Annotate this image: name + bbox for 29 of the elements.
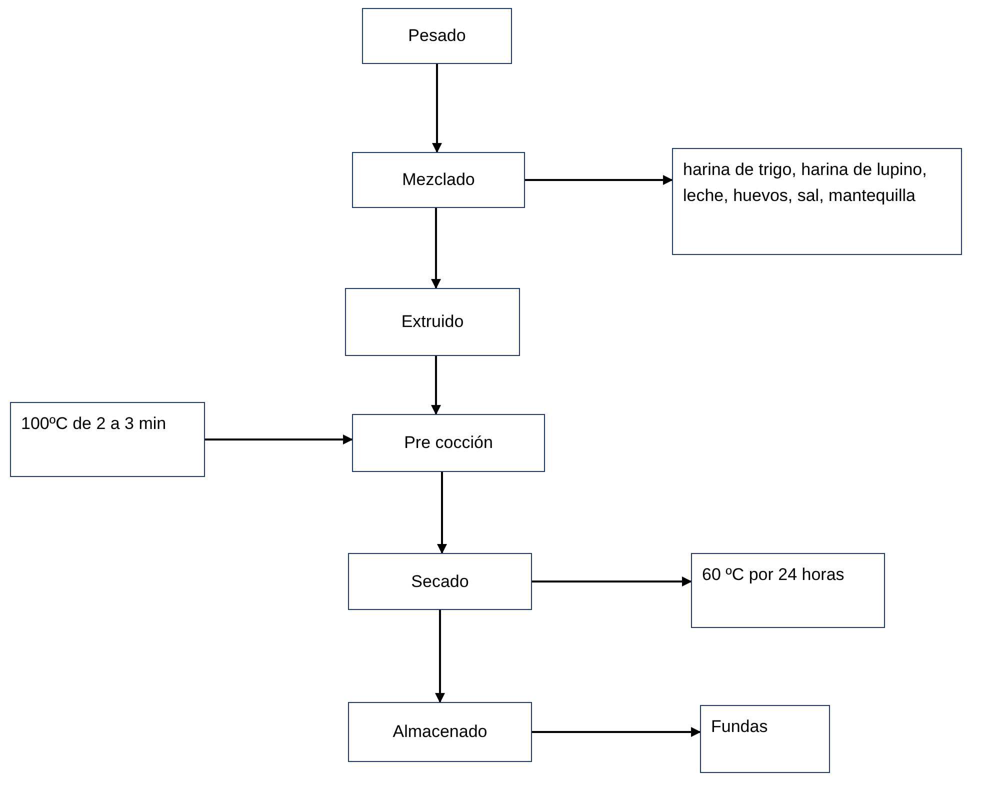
process-box	[345, 288, 520, 356]
box-text: Secado	[411, 572, 469, 592]
note-box	[700, 705, 830, 773]
arrow	[431, 208, 441, 289]
arrow	[532, 576, 692, 586]
arrow	[205, 434, 353, 444]
box-text: Pesado	[408, 26, 466, 46]
box-text: Mezclado	[402, 170, 475, 190]
box-text: harina de trigo, harina de lupino, leche, huevos, sal, mantequilla	[683, 160, 927, 206]
arrow	[435, 610, 445, 703]
process-box	[352, 414, 545, 472]
arrow	[431, 356, 441, 415]
box-text: Extruido	[401, 312, 464, 332]
process-box	[348, 553, 532, 610]
arrow	[532, 727, 701, 737]
arrow	[432, 64, 442, 153]
process-box	[362, 8, 512, 64]
box-text: Fundas	[711, 717, 768, 736]
note-box	[10, 402, 205, 477]
process-box	[352, 152, 525, 208]
box-text: Pre cocción	[404, 433, 493, 453]
box-text: 60 ºC por 24 horas	[702, 565, 844, 584]
box-text: 100ºC de 2 a 3 min	[21, 414, 166, 433]
arrow	[525, 175, 673, 185]
note-box	[672, 148, 962, 255]
arrow	[437, 472, 447, 554]
process-box	[348, 702, 532, 762]
box-text: Almacenado	[392, 722, 488, 742]
note-box	[691, 553, 885, 628]
